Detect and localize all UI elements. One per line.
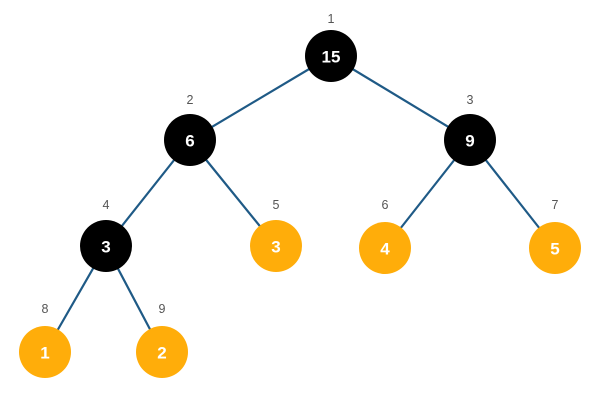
node-value-label: 6 [185, 132, 194, 151]
internal-node-circle [305, 30, 357, 82]
tree-node-1: 15 1 [305, 12, 357, 82]
node-index-label: 1 [328, 12, 335, 26]
internal-node-circle [164, 114, 216, 166]
node-value-label: 1 [40, 344, 49, 363]
tree-node-8: 18 [19, 302, 71, 378]
node-index-label: 9 [159, 302, 166, 316]
node-value-label: 9 [465, 132, 474, 151]
tree-edges [43, 54, 557, 354]
node-index-label: 8 [42, 302, 49, 316]
tree-node-2: 62 [164, 93, 216, 166]
node-index-label: 5 [273, 198, 280, 212]
node-value-label: 3 [101, 238, 110, 257]
node-value-label: 4 [380, 240, 390, 259]
leaf-node-circle [19, 326, 71, 378]
tree-node-9: 29 [136, 302, 188, 378]
tree-edge-n1-n3 [329, 54, 472, 142]
node-value-label: 2 [157, 344, 166, 363]
leaf-node-circle [359, 222, 411, 274]
node-index-label: 2 [187, 93, 194, 107]
leaf-node-circle [529, 222, 581, 274]
node-index-label: 6 [382, 198, 389, 212]
tree-edge-n1-n2 [188, 54, 333, 142]
internal-node-circle [80, 220, 132, 272]
internal-node-circle [444, 114, 496, 166]
tree-node-6: 46 [359, 198, 411, 274]
node-index-label: 4 [103, 198, 110, 212]
node-value-label: 5 [550, 240, 559, 259]
leaf-node-circle [136, 326, 188, 378]
node-value-label: 3 [271, 238, 280, 257]
tree-node-5: 35 [250, 198, 302, 272]
tree-node-4: 34 [80, 198, 132, 272]
node-index-label: 7 [552, 198, 559, 212]
leaf-node-circle [250, 220, 302, 272]
tree-node-7: 57 [529, 198, 581, 274]
tree-node-3: 93 [444, 93, 496, 166]
node-index-label: 3 [467, 93, 474, 107]
node-value-label: 15 [322, 48, 341, 67]
